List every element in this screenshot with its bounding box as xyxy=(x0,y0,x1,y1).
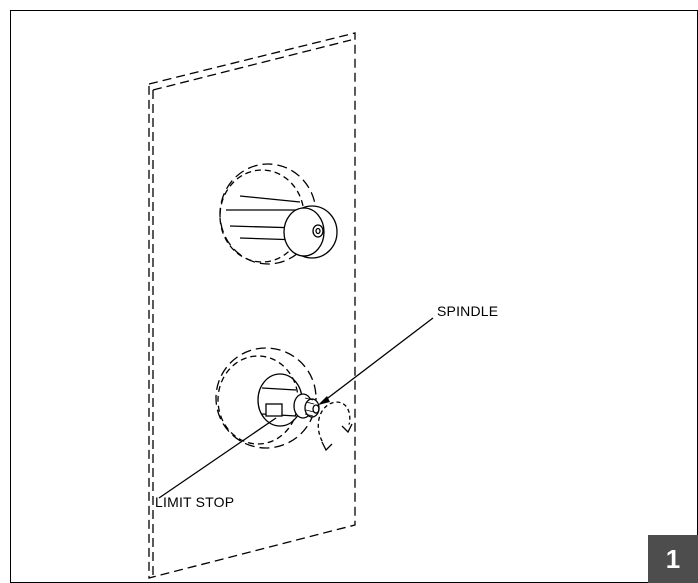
spindle-arrowhead xyxy=(318,396,330,405)
limit-stop-leader xyxy=(158,417,277,499)
spindle-label: SPINDLE xyxy=(437,303,499,319)
wall-panel xyxy=(148,32,356,579)
figure-frame xyxy=(10,10,698,583)
lower-valve xyxy=(215,347,320,449)
upper-valve xyxy=(219,163,338,265)
spindle-leader xyxy=(319,317,434,405)
rotation-indicator xyxy=(317,401,353,452)
limit-stop-label: LIMIT STOP xyxy=(155,494,235,510)
figure-number-badge: 1 xyxy=(648,535,698,583)
